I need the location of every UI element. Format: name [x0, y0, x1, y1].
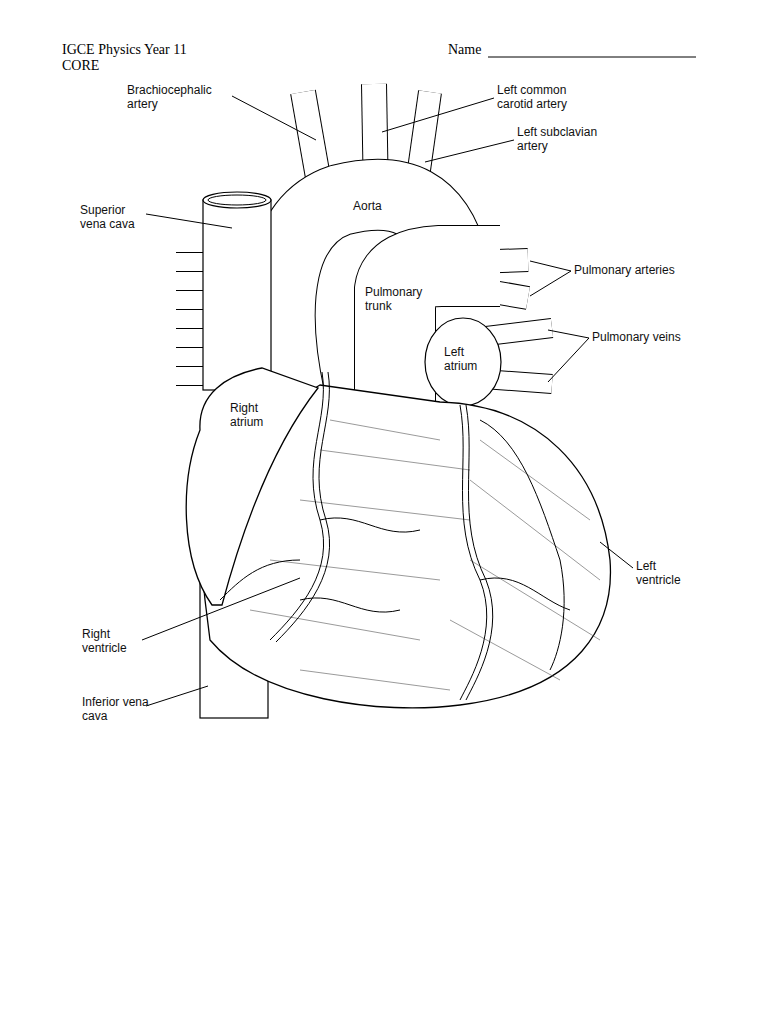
part-label: Left common carotid artery [497, 84, 589, 112]
name-underline [488, 57, 696, 58]
coronary-vessels [220, 372, 570, 700]
right-atrium-shape [186, 368, 318, 605]
part-label: Inferior vena cava [82, 696, 150, 724]
part-label: Right atrium [229, 402, 281, 430]
part-label: Right ventricle [82, 628, 144, 656]
part-label: Pulmonary trunk [364, 286, 432, 314]
worksheet-header: IGCE Physics Year 11 [62, 42, 262, 58]
part-label: Superior vena cava [80, 204, 146, 232]
part-label: Pulmonary arteries [574, 264, 714, 278]
name-field-label: Name [448, 42, 486, 58]
part-label: Left atrium [443, 346, 487, 374]
worksheet-header: CORE [62, 58, 142, 74]
part-label: Brachiocephalic artery [127, 84, 227, 112]
part-label: Pulmonary veins [592, 331, 722, 345]
part-label: Left ventricle [636, 560, 698, 588]
part-label: Left subclavian artery [517, 126, 609, 154]
part-label: Aorta [352, 200, 404, 214]
muscle-striations [250, 420, 600, 690]
leader-lines [142, 96, 633, 706]
left-atrium-shape [425, 318, 501, 406]
